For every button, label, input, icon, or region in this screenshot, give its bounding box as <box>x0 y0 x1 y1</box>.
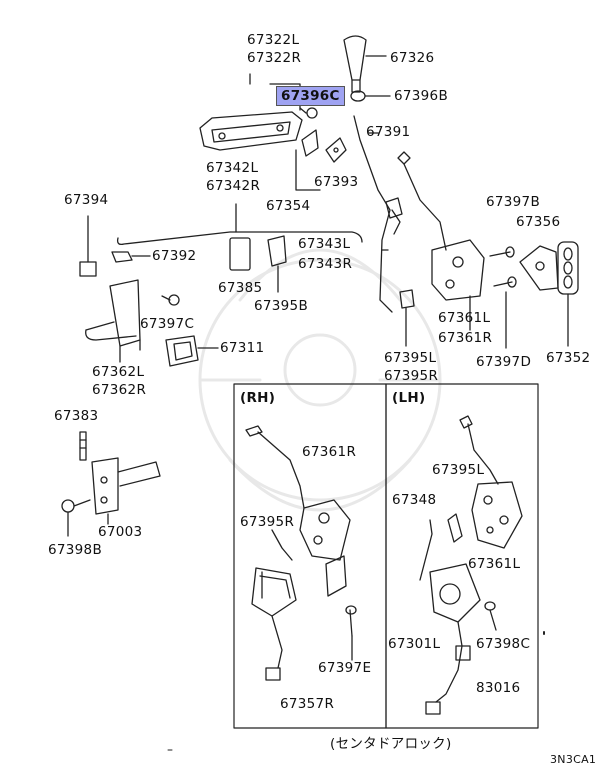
section-label-lh: (LH) <box>392 390 426 406</box>
screw-67397B <box>489 246 515 258</box>
label-67394: 67394 <box>64 192 109 208</box>
screw-67397C <box>161 294 180 306</box>
label-67391: 67391 <box>366 124 411 140</box>
label-67352: 67352 <box>546 350 591 366</box>
clip-67395-top <box>399 289 415 347</box>
screw-67397D <box>493 276 517 349</box>
label-67348: 67348 <box>392 492 437 508</box>
grommet-67396C <box>299 107 318 119</box>
outside-handle-67322 <box>199 73 303 151</box>
label-67397B: 67397B <box>486 194 541 210</box>
pin-67383 <box>79 431 87 461</box>
label-67397C: 67397C <box>140 316 195 332</box>
label-67301L: 67301L <box>388 636 441 652</box>
section-label-rh: (RH) <box>240 390 276 406</box>
diagram-code: 3N3CA1 <box>550 753 597 766</box>
handle-clip-67342 <box>295 129 321 191</box>
clip-67395B <box>267 235 287 293</box>
label-67396C-highlighted: 67396C <box>276 86 345 106</box>
label-67343L: 67343L <box>298 236 351 252</box>
pad-67385 <box>229 237 251 271</box>
label-67326: 67326 <box>390 50 435 66</box>
label-67343R: 67343R <box>298 256 353 272</box>
rh-lock-assembly <box>245 425 351 681</box>
inside-handle-67362 <box>85 279 141 363</box>
label-83016: 83016 <box>476 680 521 696</box>
label-67362R: 67362R <box>92 382 147 398</box>
shim-67352 <box>557 241 579 347</box>
label-67397E: 67397E <box>318 660 372 676</box>
label-67395B: 67395B <box>254 298 309 314</box>
label-67361L-top: 67361L <box>438 310 491 326</box>
bolt-67398C <box>484 601 497 631</box>
key-cylinder-67326 <box>343 35 387 93</box>
label-67395L-lh: 67395L <box>432 462 485 478</box>
label-67395R-rh: 67395R <box>240 514 295 530</box>
lh-section-box <box>385 383 539 729</box>
rod-67343 <box>391 209 401 235</box>
bolt-67398B <box>61 499 91 537</box>
screw-67397E <box>345 605 357 661</box>
clip-67392 <box>111 251 151 263</box>
label-67398B: 67398B <box>48 542 103 558</box>
bezel-67311 <box>165 335 219 367</box>
label-67357R: 67357R <box>280 696 335 712</box>
label-67392: 67392 <box>152 248 197 264</box>
label-67311: 67311 <box>220 340 265 356</box>
label-67003: 67003 <box>98 524 143 540</box>
label-67354: 67354 <box>266 198 311 214</box>
label-67385: 67385 <box>218 280 263 296</box>
grommet-67396B <box>350 90 391 102</box>
label-67393: 67393 <box>314 174 359 190</box>
label-67361R-top: 67361R <box>438 330 493 346</box>
rod-67391 <box>353 115 393 313</box>
label-67396B: 67396B <box>394 88 449 104</box>
label-67395R-top: 67395R <box>384 368 439 384</box>
rh-section-box <box>233 383 387 729</box>
label-67361R-rh: 67361R <box>302 444 357 460</box>
rod-67354 <box>116 231 363 246</box>
label-67342R: 67342R <box>206 178 261 194</box>
clip-67393 <box>325 137 347 163</box>
lh-lock-assembly <box>419 415 523 715</box>
label-67395L-top: 67395L <box>384 350 437 366</box>
door-check-67003 <box>91 457 161 525</box>
caption-center-door-lock: (センタドアロック) <box>330 736 452 752</box>
striker-67356 <box>519 245 559 291</box>
clip-67394 <box>79 215 97 277</box>
label-67322L: 67322L <box>247 32 300 48</box>
label-67356: 67356 <box>516 214 561 230</box>
label-67397D: 67397D <box>476 354 532 370</box>
label-67383: 67383 <box>54 408 99 424</box>
label-67398C: 67398C <box>476 636 531 652</box>
label-67362L: 67362L <box>92 364 145 380</box>
label-67342L: 67342L <box>206 160 259 176</box>
label-67361L-lh: 67361L <box>468 556 521 572</box>
door-lock-67361 <box>385 151 485 331</box>
label-67322R: 67322R <box>247 50 302 66</box>
